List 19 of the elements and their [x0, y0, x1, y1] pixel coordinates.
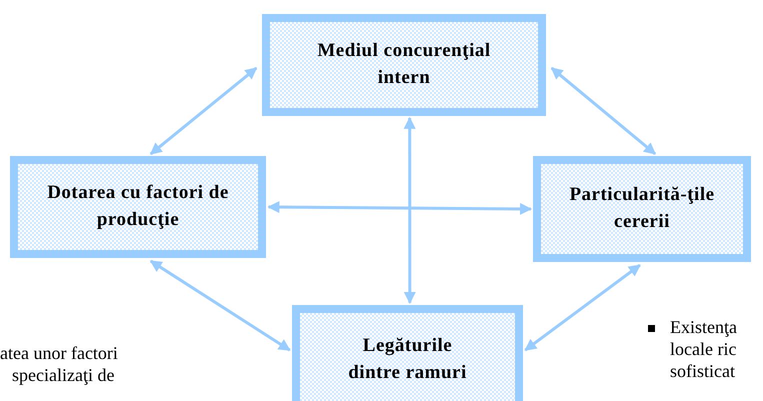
node-title: Mediul concurenţial intern	[316, 39, 492, 90]
factor-box	[292, 305, 523, 401]
bullet-text: sofisticat	[670, 361, 735, 383]
node-title: Particularită-ţile cererii	[568, 183, 716, 234]
node-title: Dotarea cu factori de producţie	[46, 181, 230, 232]
node-title: Legăturile dintre ramuri	[347, 334, 468, 385]
double-arrow	[150, 260, 291, 352]
bullet-text: locale ric	[670, 339, 736, 361]
double-arrow	[267, 201, 532, 215]
factor-box	[533, 156, 751, 262]
double-arrow	[550, 66, 656, 156]
factor-box	[10, 156, 266, 258]
double-arrow	[404, 116, 416, 304]
bullet-text: Existenţa	[670, 317, 737, 339]
bullet-text: atea unor factori	[0, 343, 118, 365]
factor-box	[262, 14, 546, 116]
double-arrow	[524, 264, 641, 352]
double-arrow	[150, 66, 258, 156]
bullet-text: specializaţi de	[12, 365, 114, 387]
